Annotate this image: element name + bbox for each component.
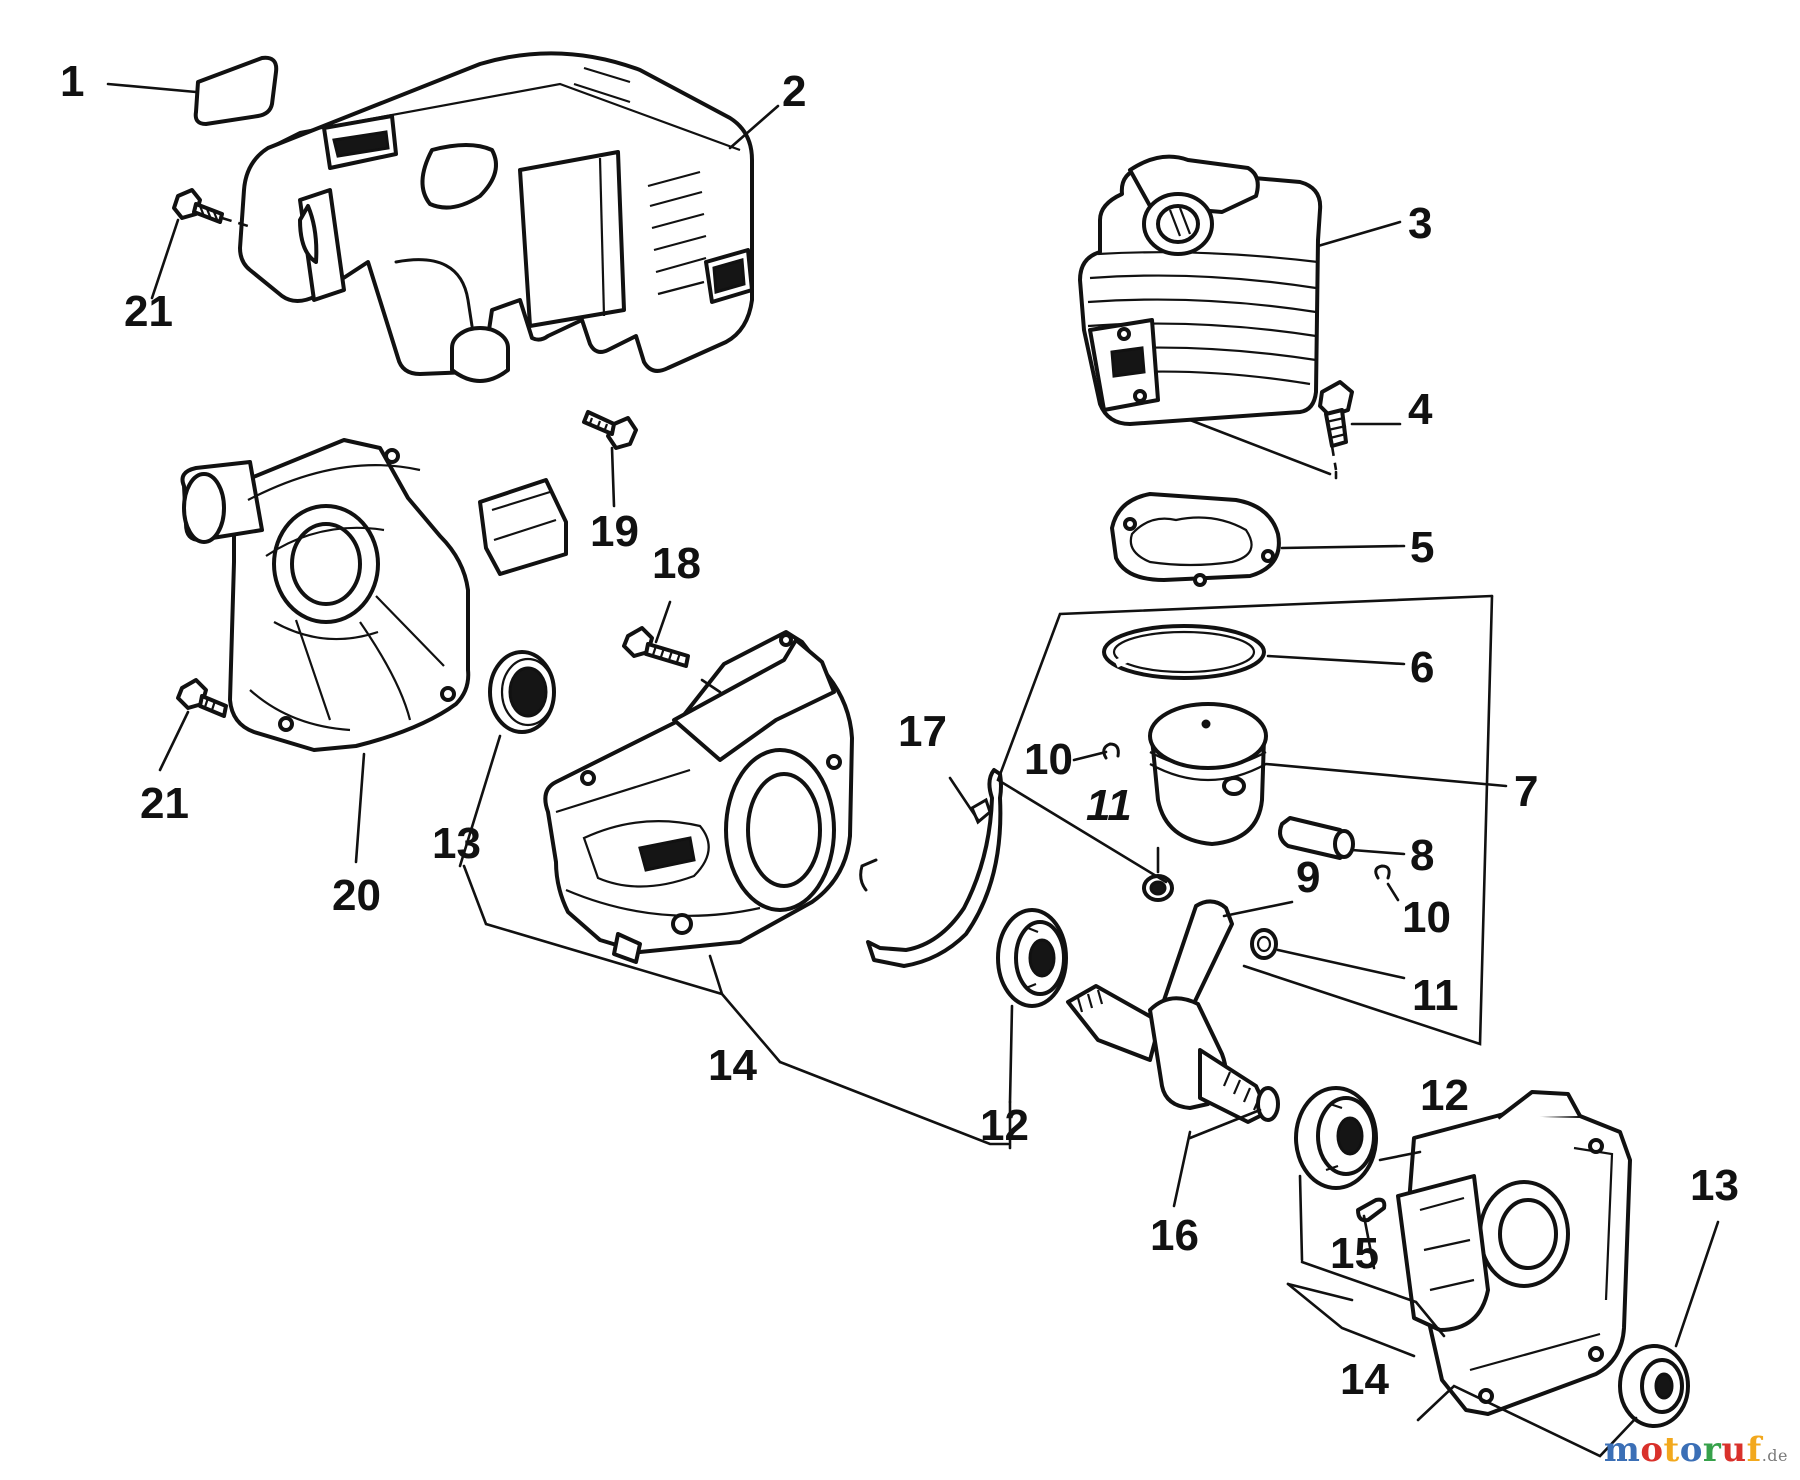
part-circlip-right (1374, 864, 1391, 880)
callout-16: 16 (1150, 1211, 1199, 1260)
part-crankshaft (1066, 899, 1280, 1124)
callout-1: 1 (60, 57, 84, 106)
part-fan-housing (180, 438, 568, 752)
part-crankcase-left (543, 630, 854, 964)
callout-2: 2 (782, 67, 806, 116)
part-gasket (1110, 492, 1281, 587)
callout-12-right: 12 (1420, 1071, 1469, 1120)
watermark-letter: r (1702, 1430, 1722, 1470)
part-crankcase-right (1396, 1090, 1632, 1416)
watermark-suffix: .de (1761, 1446, 1788, 1465)
leader-lines (106, 82, 1720, 1458)
part-piston (1148, 702, 1268, 846)
part-bolt-lower-left (176, 678, 228, 718)
callout-10-left: 10 (1024, 735, 1073, 784)
callout-12-middle: 12 (980, 1101, 1029, 1150)
part-bolt-19 (582, 410, 638, 450)
callout-17: 17 (898, 707, 947, 756)
callout-18: 18 (652, 539, 701, 588)
part-bolt-upper-left (172, 188, 224, 224)
part-engine-cover (238, 51, 754, 383)
part-washer-left (1142, 874, 1174, 902)
watermark-logo: motoruf.de (1604, 1430, 1788, 1470)
callout-13-left: 13 (432, 819, 481, 868)
watermark-letter: m (1603, 1430, 1641, 1470)
callout-8: 8 (1410, 831, 1434, 880)
part-bolt-18 (622, 626, 690, 668)
callout-19: 19 (590, 507, 639, 556)
callout-6: 6 (1410, 643, 1434, 692)
part-oil-seal-left (488, 650, 556, 734)
part-decal (193, 55, 279, 126)
callout-14-right: 14 (1340, 1355, 1389, 1404)
callout-21-lower: 21 (140, 779, 189, 828)
part-piston-ring (1102, 624, 1266, 680)
watermark-letter: o (1640, 1430, 1664, 1470)
watermark-letter: u (1721, 1430, 1747, 1470)
callout-7: 7 (1514, 767, 1538, 816)
callout-14-middle: 14 (708, 1041, 757, 1090)
callout-4: 4 (1408, 385, 1433, 434)
part-bearing-left (996, 908, 1068, 1008)
part-piston-pin (1278, 816, 1355, 860)
callout-9: 9 (1296, 853, 1320, 902)
callout-11-left: 11 (1086, 781, 1132, 830)
watermark-letter: t (1663, 1430, 1680, 1470)
part-washer-right (1250, 928, 1278, 960)
assembly-dashed-lines (221, 216, 1338, 471)
callout-5: 5 (1410, 523, 1434, 572)
watermark-letter: f (1746, 1430, 1762, 1470)
callout-13-right: 13 (1690, 1161, 1739, 1210)
watermark-letter: o (1679, 1430, 1703, 1470)
part-bearing-right (1294, 1086, 1378, 1190)
part-cylinder (1078, 154, 1323, 426)
callout-20: 20 (332, 871, 381, 920)
callout-15: 15 (1330, 1229, 1379, 1278)
part-crankcase-gasket (859, 768, 1003, 968)
callout-11-right: 11 (1412, 971, 1459, 1020)
part-dowel-pin (1356, 1197, 1387, 1223)
part-bolt-4 (1318, 380, 1354, 448)
callout-labels: 1 2 3 4 5 6 7 8 9 10 10 11 11 12 12 13 1… (60, 57, 1739, 1404)
callout-3: 3 (1408, 199, 1432, 248)
callout-10-right: 10 (1402, 893, 1451, 942)
callout-21-upper: 21 (124, 287, 173, 336)
part-oil-seal-right (1618, 1344, 1690, 1428)
